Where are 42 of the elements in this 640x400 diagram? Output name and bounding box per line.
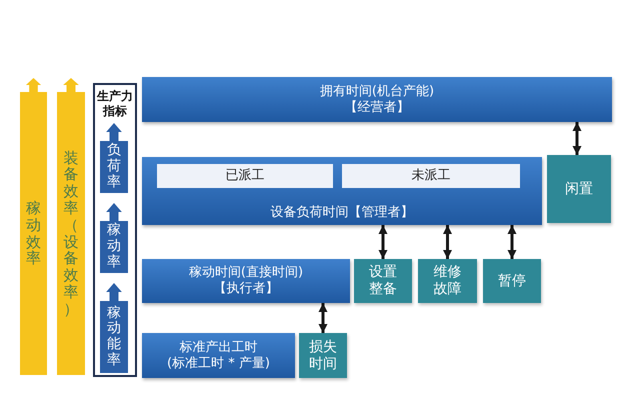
arrow-label: 装备效率（设备效率） — [64, 150, 78, 318]
double-arrow — [318, 303, 328, 333]
bar-label: (标准工时 * 产量) — [167, 356, 270, 372]
tile — [299, 333, 347, 378]
tile-label: 损失时间 — [308, 338, 338, 372]
arrow-bar — [100, 283, 128, 373]
outlined-panel — [93, 83, 137, 377]
tile-label: 暂停 — [498, 272, 526, 290]
bar-label: 已派工 — [226, 168, 264, 184]
bar-label: 未派工 — [412, 168, 450, 184]
sub-bar — [157, 164, 333, 188]
bar-label: 【经营者】 — [344, 100, 410, 116]
bar-label: 设备负荷时间【管理者】 — [270, 205, 414, 221]
time-bar — [142, 77, 612, 122]
arrow-label: 稼动率 — [107, 223, 121, 270]
tile-label: 维修故障 — [432, 264, 462, 298]
tile-label: 设置整备 — [368, 264, 398, 298]
double-arrow — [378, 225, 388, 259]
bar-label: 【执行者】 — [214, 281, 278, 297]
panel-heading: 生产力指标 — [96, 89, 134, 119]
bar-label: 拥有时间(机台产能) — [320, 84, 434, 100]
arrow-bar — [100, 123, 128, 193]
tile — [418, 259, 477, 303]
tile — [547, 155, 611, 223]
tile — [354, 259, 412, 303]
arrow-bar — [100, 203, 128, 273]
time-bar — [142, 333, 295, 378]
bar-label: 标准产出工时 — [180, 340, 258, 356]
time-bar — [142, 157, 542, 225]
tile-label: 闲置 — [565, 180, 593, 198]
double-arrow — [572, 122, 582, 155]
arrow-label: 负荷率 — [107, 143, 121, 190]
arrow-label: 稼动能率 — [107, 306, 121, 368]
sub-bar — [342, 164, 520, 188]
double-arrow — [443, 225, 452, 259]
double-arrow — [508, 225, 516, 259]
tile — [483, 259, 541, 303]
time-bar — [142, 259, 350, 303]
bar-label: 稼动时间(直接时间) — [188, 265, 304, 281]
arrow-bar — [20, 78, 47, 375]
arrow-label: 稼动效率 — [26, 200, 41, 268]
arrow-bar — [57, 78, 85, 375]
